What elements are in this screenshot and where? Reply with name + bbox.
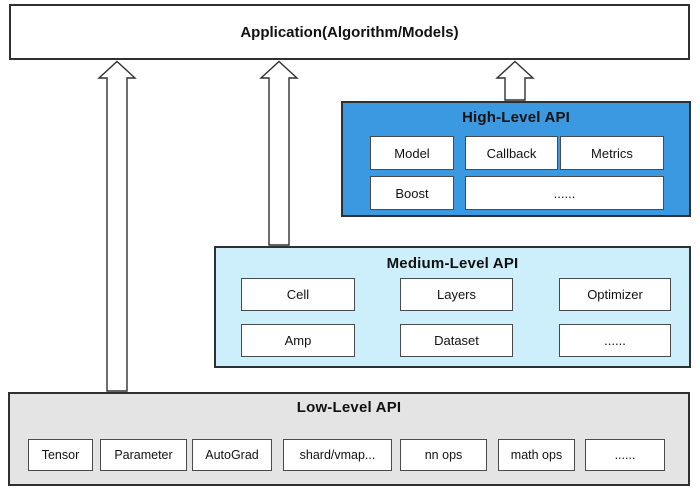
up-arrow-low-to-application xyxy=(97,60,137,392)
low-level-api-box: Low-Level API Tensor Parameter AutoGrad … xyxy=(8,392,690,486)
box-math-ops: math ops xyxy=(498,439,575,471)
up-arrow-medium-to-application xyxy=(259,60,299,246)
medium-level-api-title: Medium-Level API xyxy=(386,255,519,272)
application-box: Application(Algorithm/Models) xyxy=(9,4,690,60)
box-shard-vmap: shard/vmap... xyxy=(283,439,392,471)
high-level-api-title: High-Level API xyxy=(461,109,571,126)
box-boost: Boost xyxy=(370,176,454,210)
box-amp: Amp xyxy=(241,324,355,357)
box-medium-level-more: ...... xyxy=(559,324,671,357)
box-nn-ops: nn ops xyxy=(400,439,487,471)
box-callback: Callback xyxy=(465,136,558,170)
box-tensor: Tensor xyxy=(28,439,93,471)
application-title: Application(Algorithm/Models) xyxy=(240,23,459,41)
box-metrics: Metrics xyxy=(560,136,664,170)
medium-level-api-box: Medium-Level API Cell Layers Optimizer A… xyxy=(214,246,691,368)
box-dataset: Dataset xyxy=(400,324,513,357)
box-autograd: AutoGrad xyxy=(192,439,272,471)
box-cell: Cell xyxy=(241,278,355,311)
box-layers: Layers xyxy=(400,278,513,311)
box-parameter: Parameter xyxy=(100,439,187,471)
up-arrow-high-to-application xyxy=(495,60,535,101)
low-level-api-title: Low-Level API xyxy=(296,399,402,416)
high-level-api-box: High-Level API Model Callback Metrics Bo… xyxy=(341,101,691,217)
box-low-level-more: ...... xyxy=(585,439,665,471)
box-model: Model xyxy=(370,136,454,170)
box-high-level-more: ...... xyxy=(465,176,664,210)
box-optimizer: Optimizer xyxy=(559,278,671,311)
